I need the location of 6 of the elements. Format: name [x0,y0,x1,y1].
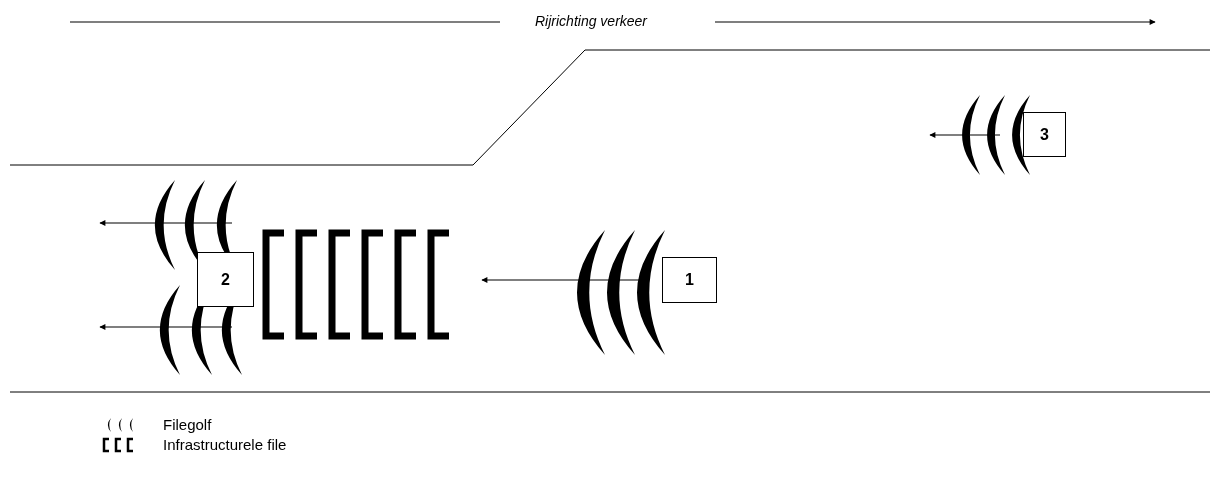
numbered-box: 3 [1023,112,1066,157]
legend-text: Infrastructurele file [163,436,287,453]
numbered-box: 2 [197,252,254,307]
numbered-box: 1 [662,257,717,303]
direction-label: Rijrichting verkeer [535,13,648,29]
legend-text: Filegolf [163,416,212,433]
